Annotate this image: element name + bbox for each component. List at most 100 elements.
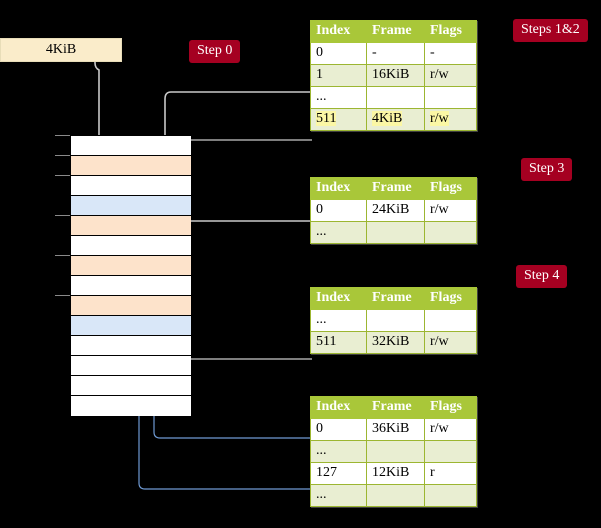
column-header-flags: Flags [424,20,477,43]
table-header-row: Index Frame Flags [310,287,477,310]
table-row-highlighted: 511 4KiB r/w [310,108,477,131]
cell-flags: r/w [424,199,477,222]
column-header-index: Index [310,287,367,310]
cell-flags: r/w [424,331,477,354]
physical-memory-column [70,135,191,416]
wire-l0-1-to-memory [164,91,312,219]
cell-frame-text: 4KiB [372,111,403,126]
table-row: ... [310,309,477,332]
cell-flags: r/w [424,64,477,87]
wire-l3-127-to-memory [130,211,312,490]
wire-memory-to-l2 [177,318,312,360]
column-header-flags: Flags [424,177,477,200]
cell-index: ... [310,309,367,332]
column-header-frame: Frame [366,20,425,43]
cell-flags: r [424,462,477,485]
memory-row [71,376,191,396]
memory-row [71,196,191,216]
table-header-row: Index Frame Flags [310,396,477,419]
cell-index: 0 [310,42,367,65]
level-2-table: Index Frame Flags ... 511 32KiB r/w [310,287,477,354]
table-row: ... [310,221,477,244]
column-header-frame: Frame [366,396,425,419]
memory-row [71,396,191,416]
memory-row [71,336,191,356]
memory-row [71,276,191,296]
table-row: ... [310,86,477,109]
cell-frame: 12KiB [366,462,425,485]
cell-flags: - [424,42,477,65]
cell-index: 127 [310,462,367,485]
cell-frame: 32KiB [366,331,425,354]
column-header-flags: Flags [424,287,477,310]
level-0-table: Index Frame Flags 0 - - 1 16KiB r/w ... [310,20,477,131]
table-row: ... [310,484,477,507]
cell-frame: - [366,42,425,65]
cell-flags [424,484,477,507]
wire-l3-0-to-memory [145,325,312,439]
cell-index: 0 [310,199,367,222]
cell-flags [424,221,477,244]
memory-tick [55,175,70,176]
cell-flags [424,309,477,332]
memory-row [71,136,191,156]
memory-tick [55,295,70,296]
column-header-index: Index [310,396,367,419]
memory-row [71,236,191,256]
badge-step-3: Step 3 [521,158,573,181]
cell-frame [366,86,425,109]
memory-tick [55,215,70,216]
cell-frame: 16KiB [366,64,425,87]
table-row: 127 12KiB r [310,462,477,485]
column-header-frame: Frame [366,287,425,310]
wire-l0-511-out [172,139,312,148]
table-row: 0 36KiB r/w [310,418,477,441]
memory-row [71,296,191,316]
memory-row [71,156,191,176]
column-header-frame: Frame [366,177,425,200]
cell-index: 1 [310,64,367,87]
cell-index: 511 [310,108,367,131]
column-header-flags: Flags [424,396,477,419]
offset-box: 4KiB [0,38,122,62]
memory-tick [55,135,70,136]
cell-frame: 36KiB [366,418,425,441]
cell-flags: r/w [424,108,477,131]
memory-row [71,356,191,376]
cell-frame [366,309,425,332]
cell-index: 511 [310,331,367,354]
cell-index: ... [310,484,367,507]
memory-row [71,256,191,276]
level-3-table: Index Frame Flags 0 36KiB r/w ... 127 12… [310,396,477,507]
memory-row [71,216,191,236]
level-1-table: Index Frame Flags 0 24KiB r/w ... [310,177,477,244]
table-header-row: Index Frame Flags [310,20,477,43]
cell-flags-text: r/w [430,111,449,126]
memory-tick [55,155,70,156]
cell-index: 0 [310,418,367,441]
cell-flags: r/w [424,418,477,441]
cell-frame [366,440,425,463]
cell-index: ... [310,86,367,109]
cell-frame [366,221,425,244]
table-header-row: Index Frame Flags [310,177,477,200]
cell-frame [366,484,425,507]
table-row: 0 24KiB r/w [310,199,477,222]
badge-step-0: Step 0 [189,40,241,63]
badge-steps-1-2: Steps 1&2 [513,19,588,42]
badge-step-4: Step 4 [516,265,568,288]
cell-flags [424,440,477,463]
memory-row [71,316,191,336]
wire-cr3-to-memory [94,56,107,144]
cell-frame: 4KiB [366,108,425,131]
memory-row [71,176,191,196]
cell-flags [424,86,477,109]
table-row: ... [310,440,477,463]
cell-index: ... [310,221,367,244]
table-row: 511 32KiB r/w [310,331,477,354]
cell-frame: 24KiB [366,199,425,222]
cell-index: ... [310,440,367,463]
table-row: 1 16KiB r/w [310,64,477,87]
column-header-index: Index [310,20,367,43]
